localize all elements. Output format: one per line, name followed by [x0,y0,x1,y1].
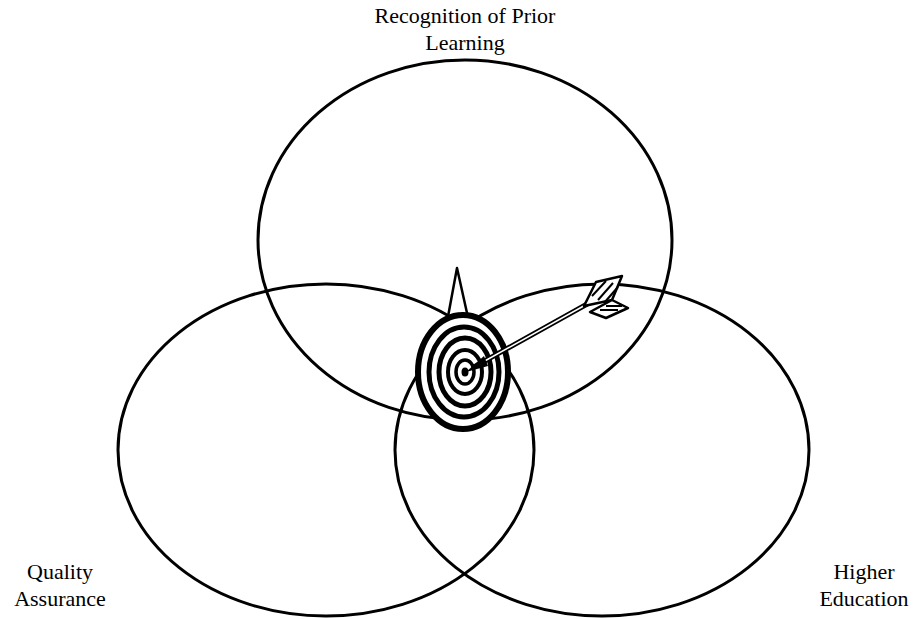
set-label: Recognition of Prior Learning [349,2,581,56]
ellipse-node: Higher Education [392,281,812,619]
target-rings [418,315,508,429]
ellipse-outline [392,281,812,619]
ellipse-outline [255,57,675,423]
set-label: Quality Assurance [4,558,116,612]
ellipse-outline [115,281,537,619]
ellipse-shape [118,284,534,616]
ellipse-node: Quality Assurance [115,281,537,619]
set-label: Higher Education [812,558,916,612]
ellipse-shape [258,60,672,420]
ellipse-node: Recognition of Prior Learning [255,57,675,423]
ellipse-shape [395,284,809,616]
